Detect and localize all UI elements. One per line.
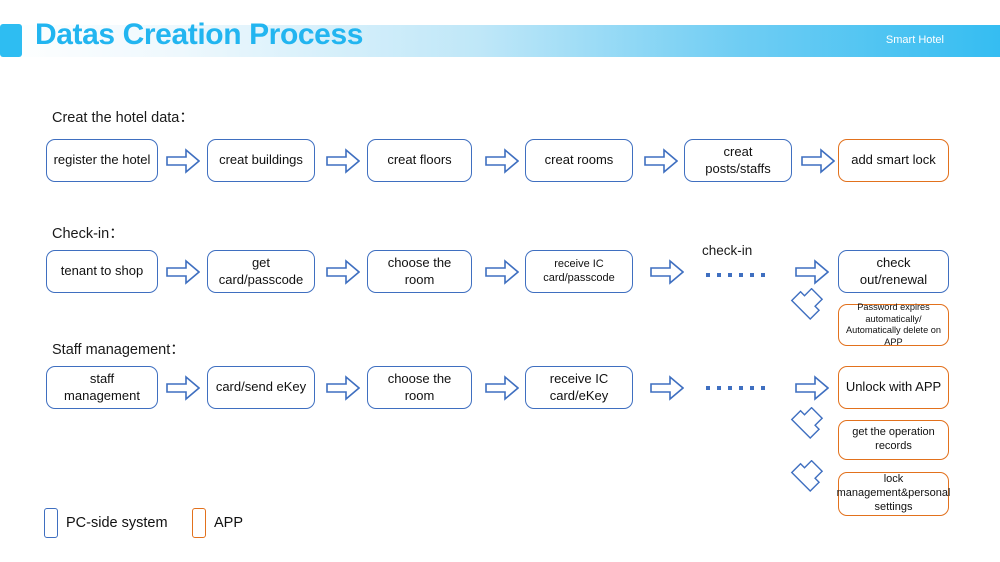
arrow-right-icon	[795, 375, 829, 401]
arrow-right-icon	[795, 259, 829, 285]
brand-label: Smart Hotel	[885, 34, 944, 46]
check-in-gap-label: check-in	[702, 243, 753, 258]
process-box-card-send-ekey[interactable]: card/send eKey	[207, 366, 315, 409]
process-box-add-smart-lock[interactable]: add smart lock	[838, 139, 949, 182]
section-caption-check-in: Check-in：	[52, 226, 124, 242]
legend-label-app: APP	[214, 515, 244, 531]
process-box-receive-ic-card-passcode[interactable]: receive IC card/passcode	[525, 250, 633, 293]
arrow-down-right-icon	[790, 460, 824, 493]
legend-swatch-app-icon	[192, 508, 206, 538]
process-box-get-operation-records[interactable]: get the operation records	[838, 420, 949, 460]
arrow-right-icon	[801, 148, 835, 174]
process-box-choose-the-room-checkin[interactable]: choose the room	[367, 250, 472, 293]
arrow-down-right-icon	[790, 288, 824, 321]
process-box-choose-the-room-staff[interactable]: choose the room	[367, 366, 472, 409]
section-caption-staff-management: Staff management：	[52, 342, 185, 358]
process-box-creat-rooms[interactable]: creat rooms	[525, 139, 633, 182]
legend-item-app: APP	[192, 508, 243, 538]
arrow-right-icon	[485, 375, 519, 401]
process-box-creat-buildings[interactable]: creat buildings	[207, 139, 315, 182]
process-box-receive-ic-card-ekey[interactable]: receive IC card/eKey	[525, 366, 633, 409]
process-box-register-hotel[interactable]: register the hotel	[46, 139, 158, 182]
process-box-lock-management[interactable]: lock management&personal settings	[837, 472, 950, 516]
arrow-right-icon	[326, 148, 360, 174]
legend-item-pc-side: PC-side system	[44, 508, 168, 538]
arrow-down-right-icon	[790, 407, 824, 440]
arrow-right-icon	[650, 375, 684, 401]
process-box-staff-management[interactable]: staff management	[46, 366, 158, 409]
process-box-get-card-passcode[interactable]: get card/passcode	[207, 250, 315, 293]
progress-dots-staff	[706, 386, 765, 390]
process-box-check-out-renewal[interactable]: check out/renewal	[838, 250, 949, 293]
process-box-creat-floors[interactable]: creat floors	[367, 139, 472, 182]
process-box-unlock-with-app[interactable]: Unlock with APP	[838, 366, 949, 409]
header-accent-bar	[0, 24, 22, 57]
arrow-right-icon	[166, 375, 200, 401]
arrow-right-icon	[650, 259, 684, 285]
page-title: Datas Creation Process	[35, 18, 364, 51]
legend-swatch-pc-icon	[44, 508, 58, 538]
legend-label-pc-side: PC-side system	[66, 515, 168, 531]
arrow-right-icon	[166, 148, 200, 174]
process-box-creat-posts-staffs[interactable]: creat posts/staffs	[684, 139, 792, 182]
arrow-right-icon	[644, 148, 678, 174]
arrow-right-icon	[485, 148, 519, 174]
arrow-right-icon	[166, 259, 200, 285]
process-box-tenant-to-shop[interactable]: tenant to shop	[46, 250, 158, 293]
arrow-right-icon	[326, 375, 360, 401]
header-gradient-band	[0, 25, 1000, 57]
arrow-right-icon	[485, 259, 519, 285]
progress-dots-checkin	[706, 273, 765, 277]
section-caption-hotel-data: Creat the hotel data：	[52, 110, 194, 126]
process-box-password-expires[interactable]: Password expires automatically/ Automati…	[838, 302, 949, 347]
arrow-right-icon	[326, 259, 360, 285]
